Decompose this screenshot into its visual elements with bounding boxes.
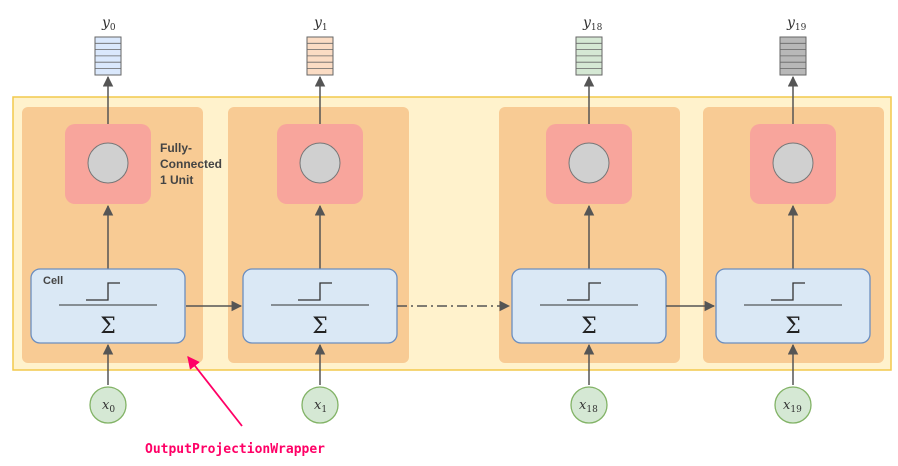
fc-label: Fully- Connected 1 Unit (160, 141, 222, 187)
input-var: x (102, 398, 110, 413)
input-sub: 18 (586, 405, 598, 415)
input-label: x19 (783, 398, 802, 415)
input-var: x (783, 398, 791, 413)
input-node (89, 386, 127, 424)
rnn-cell (715, 268, 871, 344)
output-var: y (313, 15, 323, 31)
input-sub: 0 (109, 405, 115, 415)
output-var: y (786, 15, 796, 31)
rnn-cell (30, 268, 186, 344)
output-sub: 18 (591, 23, 603, 33)
fc-label-line-2: Connected (160, 157, 222, 171)
sum-icon: Σ (312, 314, 328, 339)
neuron-icon (772, 142, 814, 184)
input-node (570, 386, 608, 424)
output-sub: 0 (110, 23, 116, 33)
input-node (774, 386, 812, 424)
input-var: x (314, 398, 322, 413)
wrapper-label: OutputProjectionWrapper (145, 442, 325, 457)
step-function-icon (86, 282, 120, 301)
output-var: y (582, 15, 592, 31)
output-vector (575, 36, 603, 76)
step-function-icon (771, 282, 805, 301)
input-sub: 19 (790, 405, 802, 415)
step-function-icon (298, 282, 332, 301)
output-label: y0 (101, 15, 116, 33)
step-function-icon (567, 282, 601, 301)
sum-icon: Σ (785, 314, 801, 339)
input-label: x0 (102, 398, 115, 415)
output-sub: 19 (795, 23, 807, 33)
output-sub: 1 (322, 23, 328, 33)
input-var: x (579, 398, 587, 413)
input-node (301, 386, 339, 424)
input-label: x18 (579, 398, 598, 415)
fc-label-line-3: 1 Unit (160, 173, 193, 187)
neuron-icon (568, 142, 610, 184)
sum-icon: Σ (100, 314, 116, 339)
output-label: y1 (313, 15, 328, 33)
neuron-icon (299, 142, 341, 184)
output-label: y18 (582, 15, 603, 33)
input-sub: 1 (321, 405, 327, 415)
input-label: x1 (314, 398, 327, 415)
output-vector (779, 36, 807, 76)
output-label: y19 (786, 15, 807, 33)
fc-label-line-1: Fully- (160, 141, 192, 155)
output-vector (94, 36, 122, 76)
neuron-icon (87, 142, 129, 184)
sum-icon: Σ (581, 314, 597, 339)
output-vector (306, 36, 334, 76)
output-var: y (101, 15, 111, 31)
cell-label: Cell (43, 275, 63, 287)
wrapper-pointer-arrow (187, 356, 243, 427)
